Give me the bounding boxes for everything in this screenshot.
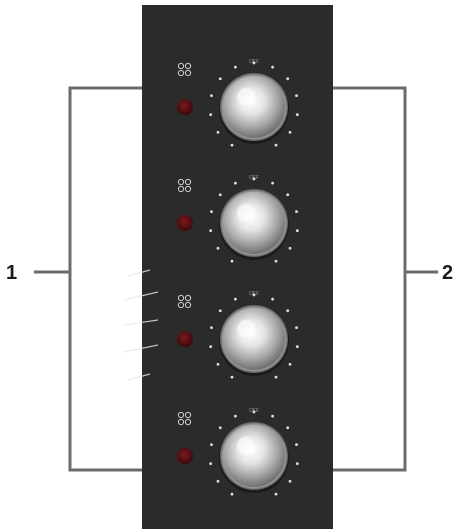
right-bracket: [333, 86, 407, 472]
hob-zone-icon: [177, 294, 192, 309]
knob-unit: OFF: [177, 175, 299, 263]
knob-unit: OFF: [177, 59, 299, 147]
panel-edge-lines: [123, 269, 159, 381]
knob-scale-dots: [209, 410, 299, 496]
control-knob-icon[interactable]: [219, 422, 289, 493]
hob-zone-icon: [177, 411, 192, 426]
indicator-light-icon: [177, 215, 193, 231]
knob-scale-dots: [209, 61, 299, 147]
knob-scale-dots: [209, 177, 299, 263]
knob-scale-dots: [209, 293, 299, 379]
hob-zone-icon: [177, 62, 192, 77]
left-bracket: [68, 86, 142, 472]
control-knob-icon[interactable]: [219, 73, 289, 144]
indicator-light-icon: [177, 448, 193, 464]
indicator-light-icon: [177, 99, 193, 115]
hob-zone-icon: [177, 178, 192, 193]
callout-label-2: 2: [442, 262, 453, 284]
knob-unit: OFF: [177, 291, 299, 379]
control-knob-icon[interactable]: [219, 305, 289, 376]
knob-units: OFF OFF OFF OFF: [177, 59, 299, 496]
indicator-light-icon: [177, 331, 193, 347]
knob-unit: OFF: [177, 408, 299, 496]
control-knob-icon[interactable]: [219, 189, 289, 260]
callout-label-1: 1: [6, 262, 17, 284]
